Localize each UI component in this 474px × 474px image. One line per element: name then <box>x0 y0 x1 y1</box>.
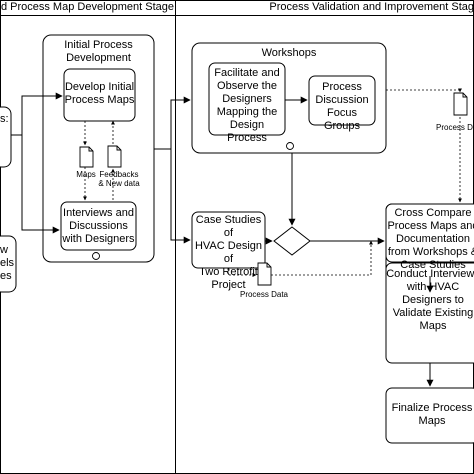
left-lane-title: d Process Map Development Stage <box>0 1 175 13</box>
document-icon-process-data-bottom <box>257 262 272 286</box>
right-lane-title: Process Validation and Improvement Stag <box>269 1 474 13</box>
node-facilitate[interactable] <box>208 62 286 136</box>
case-studies-label: Case Studies of HVAC Design of Two Retro… <box>194 214 263 291</box>
document-icon-process-data-top <box>453 92 468 116</box>
document-icon-maps <box>79 146 94 168</box>
left-fragment-top-text: s: <box>0 113 9 125</box>
loop-icon <box>92 252 100 260</box>
cross-compare-label: Cross Compare Process Maps and Documenta… <box>387 207 474 271</box>
conduct-interviews-label: Conduct Interviews with HVAC Designers t… <box>386 268 474 332</box>
focus-groups-label: Process Discussion Focus Groups <box>315 81 369 132</box>
facilitate-label: Facilitate and Observe the Designers Map… <box>214 67 280 144</box>
left-fragment-box-bottom <box>0 235 17 293</box>
doc-label-process-data-top: Process Da <box>436 123 474 132</box>
initial-process-title: Initial Process Development <box>64 39 133 64</box>
workshops-group <box>191 42 387 154</box>
decision-diamond <box>273 226 311 256</box>
node-cross-compare-overlay <box>385 203 474 263</box>
left-fragment-bottom-text: w els es <box>0 244 15 282</box>
loop-icon <box>286 142 294 150</box>
develop-maps-label: Develop Initial Process Maps <box>64 81 135 106</box>
finalize-label: Finalize Process Maps <box>391 402 473 427</box>
doc-label-maps: Maps <box>76 170 96 179</box>
data-flow-connectors <box>83 88 462 277</box>
node-interviews[interactable] <box>60 201 137 251</box>
node-finalize[interactable] <box>385 387 474 444</box>
workshops-title: Workshops <box>261 47 317 59</box>
doc-label-process-data-bottom: Process Data <box>239 290 289 299</box>
interviews-label: Interviews and Discussions with Designer… <box>62 207 135 245</box>
node-case-studies[interactable] <box>191 211 266 269</box>
node-focus-groups[interactable] <box>308 75 376 126</box>
node-conduct-interviews[interactable] <box>385 262 474 364</box>
doc-label-feedbacks: Feedbacks & New data <box>98 170 140 188</box>
left-fragment-box-top <box>0 106 12 168</box>
node-develop-maps[interactable] <box>63 68 136 122</box>
document-icon-feedbacks <box>107 145 122 168</box>
